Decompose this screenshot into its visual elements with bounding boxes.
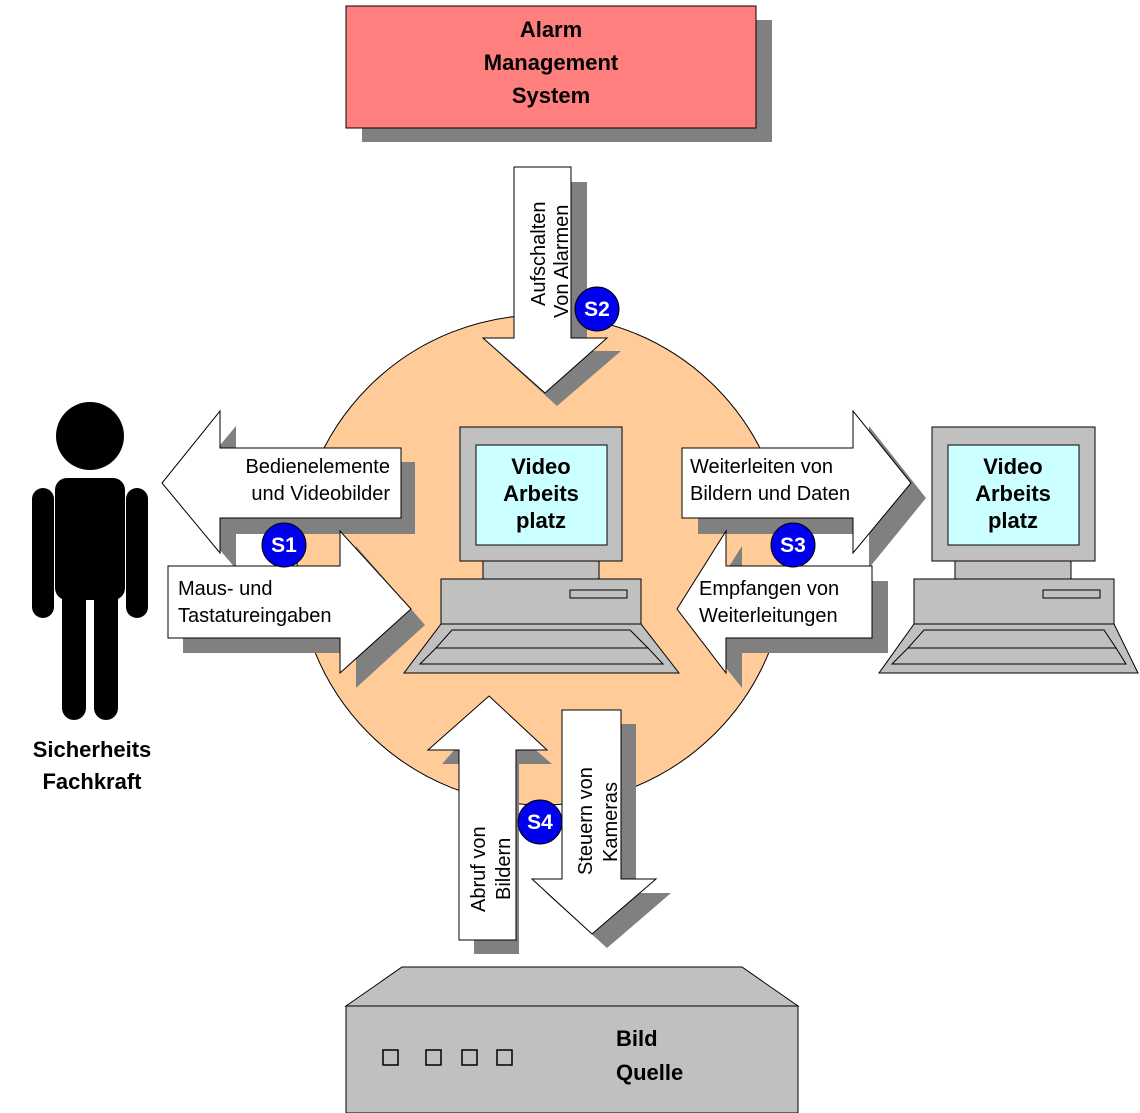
arrow-alarm-line-1: Aufschalten [528, 201, 550, 306]
arrow-camera-line-2: Kameras [600, 782, 622, 862]
person-label-line-1: Sicherheits [33, 737, 152, 762]
arrow-forward-input-line-2: Weiterleitungen [699, 605, 838, 627]
arrow-ui-output-line-1: Bedienelemente [245, 456, 390, 478]
arrow-alarm-line-2: Von Alarmen [551, 205, 573, 318]
image-source-device: Bild Quelle [344, 966, 800, 1113]
device-slot-1 [382, 1049, 399, 1066]
arrow-ui-output: Bedienelemente und Videobilder [161, 409, 415, 569]
image-source-line-1: Bild [616, 1026, 658, 1051]
svg-text:S3: S3 [780, 534, 806, 557]
workstation-right-line-3: platz [988, 508, 1038, 533]
device-slot-4 [496, 1049, 513, 1066]
svg-text:S2: S2 [584, 298, 610, 321]
workstation-right: Video Arbeits platz [878, 426, 1139, 674]
arrow-retrieve-line-1: Abruf von [468, 826, 490, 912]
arrow-camera-control-down: Steuern von Kameras [530, 709, 671, 948]
workstation-right-line-2: Arbeits [975, 481, 1051, 506]
arrow-retrieve-up: Abruf von Bildern [426, 695, 552, 954]
arrow-forward-input: Empfangen von Weiterleitungen [676, 529, 888, 688]
workstation-left: Video Arbeits platz [402, 426, 681, 674]
badge-s4: S4 [517, 799, 563, 845]
alarm-system-line-1: Alarm [520, 17, 582, 42]
arrow-forward-output-line-2: Bildern und Daten [690, 483, 850, 505]
arrow-ui-output-line-2: und Videobilder [251, 483, 390, 505]
alarm-management-system: Alarm Management System [345, 5, 772, 142]
arrow-ui-input-line-1: Maus- und [178, 578, 273, 600]
alarm-system-line-3: System [512, 83, 590, 108]
arrow-retrieve-line-2: Bildern [493, 838, 515, 900]
arrow-camera-line-1: Steuern von [575, 767, 597, 875]
image-source-line-2: Quelle [616, 1060, 683, 1085]
arrow-forward-output-line-1: Weiterleiten von [690, 456, 833, 478]
workstation-right-line-1: Video [983, 454, 1043, 479]
workstation-left-line-3: platz [516, 508, 566, 533]
arrow-forward-input-line-1: Empfangen von [699, 578, 839, 600]
person-label-line-2: Fachkraft [42, 769, 142, 794]
person-silhouette-icon [32, 402, 148, 720]
device-slot-3 [461, 1049, 478, 1066]
arrow-ui-input: Maus- und Tastatureingaben [167, 529, 425, 688]
device-slot-2 [425, 1049, 442, 1066]
arrow-forward-output: Weiterleiten von Bildern und Daten [681, 409, 926, 568]
workstation-left-line-2: Arbeits [503, 481, 579, 506]
arrow-alarm-down: Aufschalten Von Alarmen [481, 166, 621, 406]
badge-s2: S2 [574, 286, 620, 332]
svg-text:S4: S4 [527, 811, 553, 834]
workstation-left-line-1: Video [511, 454, 571, 479]
arrow-ui-input-line-2: Tastatureingaben [178, 605, 331, 627]
badge-s1: S1 [261, 522, 307, 568]
svg-text:S1: S1 [271, 534, 297, 557]
alarm-system-line-2: Management [484, 50, 619, 75]
badge-s3: S3 [770, 522, 816, 568]
